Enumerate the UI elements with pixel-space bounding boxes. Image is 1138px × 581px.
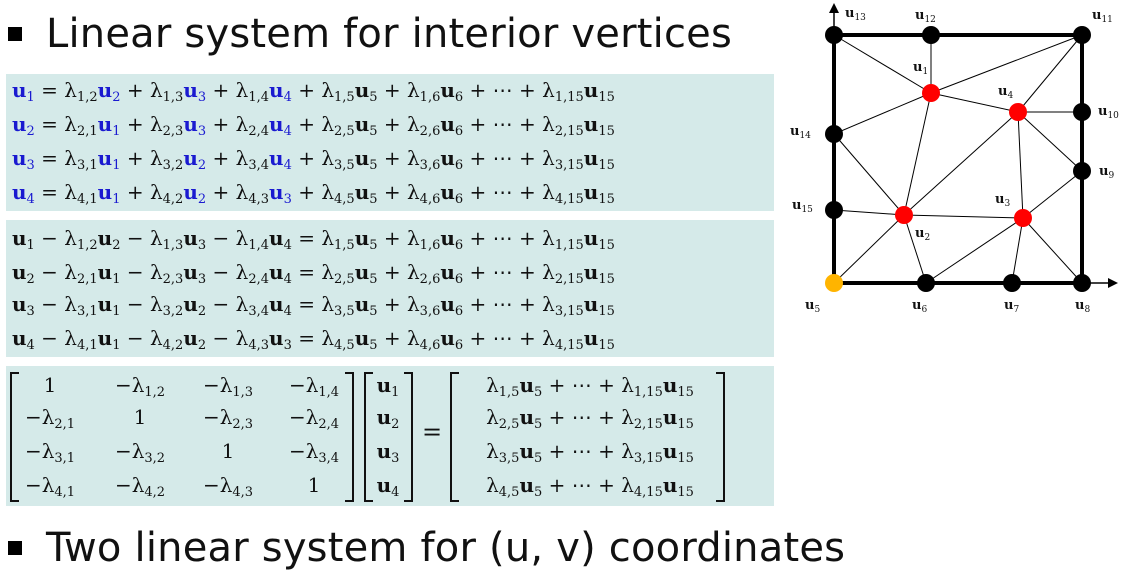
- label-u14: u14: [790, 124, 811, 141]
- label-u13: u13: [845, 6, 866, 23]
- equation-box-rearranged: u1 − λ1,2u2 − λ1,3u3 − λ1,4u4 = λ1,5u5 +…: [6, 220, 774, 357]
- vertex-u6: [917, 274, 935, 292]
- label-u3: u3: [995, 192, 1011, 209]
- vector-right-bracket: [404, 372, 413, 502]
- bullet-text: Two linear system for (u, v) coordinates: [46, 525, 846, 571]
- label-u2: u2: [915, 226, 931, 243]
- vertex-u5: [825, 274, 843, 292]
- matrix-box: 1 −λ1,2 −λ1,3 −λ1,4 −λ2,1 1 −λ2,3 −λ2,4 …: [6, 366, 774, 506]
- vertex-u4: [1009, 103, 1027, 121]
- vertex-u13: [825, 26, 843, 44]
- label-u10: u10: [1098, 104, 1119, 121]
- vertex-u11: [1073, 26, 1091, 44]
- equation-box-original: u1 = λ1,2u2 + λ1,3u3 + λ1,4u4 + λ1,5u5 +…: [6, 74, 774, 211]
- equation-row-2: u2 = λ2,1u1 + λ2,3u3 + λ2,4u4 + λ2,5u5 +…: [12, 112, 615, 139]
- heading-bullet-interior: Linear system for interior vertices: [8, 8, 788, 60]
- equation-row-3: u3 = λ3,1u1 + λ3,2u2 + λ3,4u4 + λ3,5u5 +…: [12, 146, 615, 173]
- vertex-u12: [922, 26, 940, 44]
- heading-bullet-coordinates: Two linear system for (u, v) coordinates: [8, 522, 845, 574]
- mesh-diagram: [825, 3, 1118, 292]
- equation-row-1: u1 = λ1,2u2 + λ1,3u3 + λ1,4u4 + λ1,5u5 +…: [12, 78, 615, 105]
- label-u4: u4: [998, 84, 1014, 101]
- equation-row-4: u4 − λ4,1u1 − λ4,2u2 − λ4,3u3 = λ4,5u5 +…: [12, 326, 615, 353]
- rhs-left-bracket: [450, 372, 459, 502]
- vertex-u2: [895, 206, 913, 224]
- vertex-u14: [825, 125, 843, 143]
- vertex-u8: [1073, 274, 1091, 292]
- vertex-u15: [825, 201, 843, 219]
- label-u12: u12: [915, 8, 936, 25]
- vector-left-bracket: [364, 372, 373, 502]
- bullet-text: Linear system for interior vertices: [46, 11, 732, 57]
- matrix-left-bracket: [10, 372, 19, 502]
- label-u7: u7: [1004, 298, 1020, 315]
- label-u9: u9: [1099, 164, 1115, 181]
- vertex-u1: [922, 84, 940, 102]
- label-u15: u15: [792, 198, 813, 215]
- matrix-right-bracket: [345, 372, 354, 502]
- vertex-u3: [1014, 209, 1032, 227]
- label-u1: u1: [913, 60, 929, 77]
- equation-row-4: u4 = λ4,1u1 + λ4,2u2 + λ4,3u3 + λ4,5u5 +…: [12, 180, 615, 207]
- rhs-right-bracket: [716, 372, 725, 502]
- vertex-u10: [1073, 103, 1091, 121]
- mesh-edges: [833, 34, 1083, 284]
- equation-row-1: u1 − λ1,2u2 − λ1,3u3 − λ1,4u4 = λ1,5u5 +…: [12, 226, 615, 253]
- vertex-u9: [1073, 162, 1091, 180]
- vertex-u7: [1003, 274, 1021, 292]
- label-u6: u6: [912, 298, 928, 315]
- equation-row-2: u2 − λ2,1u1 − λ2,3u3 − λ2,4u4 = λ2,5u5 +…: [12, 260, 615, 287]
- x-axis-arrow-icon: [1108, 278, 1118, 288]
- equation-row-3: u3 − λ3,1u1 − λ3,2u2 − λ3,4u4 = λ3,5u5 +…: [12, 292, 615, 319]
- label-u8: u8: [1075, 298, 1091, 315]
- boundary-square: [832, 33, 1084, 285]
- label-u11: u11: [1092, 8, 1113, 25]
- y-axis-arrow-icon: [829, 3, 839, 13]
- bullet-square-icon: [8, 27, 22, 41]
- interior-vertices: [895, 84, 1032, 227]
- label-u5: u5: [805, 298, 821, 315]
- boundary-vertices: [825, 26, 1091, 292]
- equals-sign: =: [422, 418, 443, 446]
- bullet-square-icon: [8, 541, 22, 555]
